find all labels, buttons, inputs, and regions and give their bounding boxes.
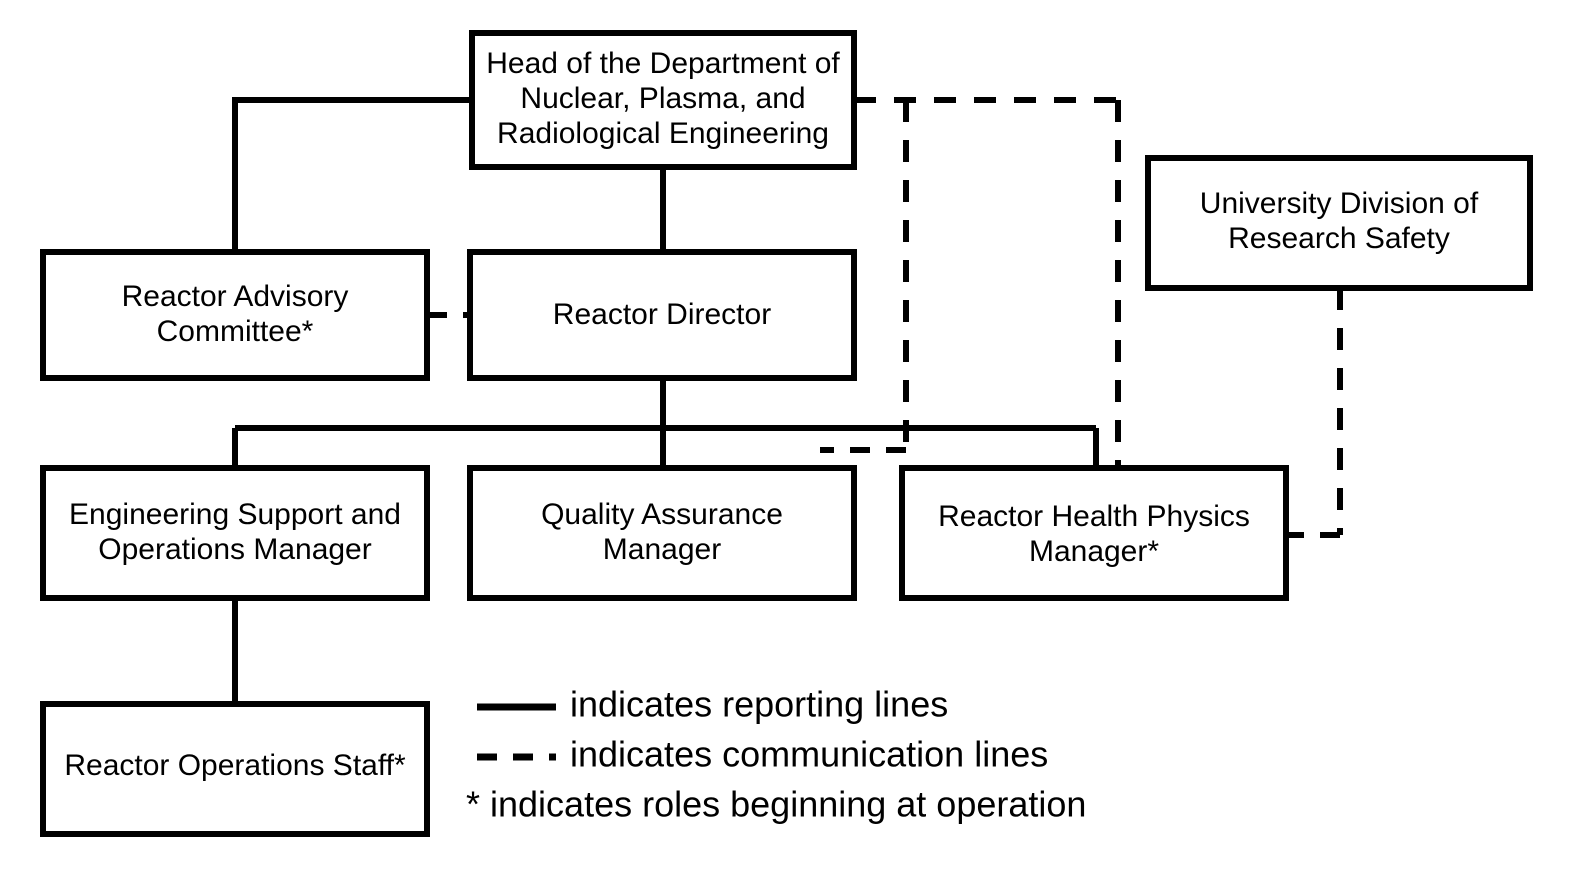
node-head-of-department-line1: Head of the Department of	[486, 47, 840, 80]
node-reactor-health-physics-manager-line1: Reactor Health Physics	[938, 500, 1250, 533]
legend-reporting-label: indicates reporting lines	[570, 684, 948, 725]
legend-item-reporting: indicates reporting lines	[477, 684, 948, 725]
node-quality-assurance-manager[interactable]: Quality Assurance Manager	[467, 465, 857, 601]
node-reactor-director-line1: Reactor Director	[553, 298, 771, 331]
node-reactor-health-physics-manager[interactable]: Reactor Health Physics Manager*	[899, 465, 1289, 601]
node-university-division-research-safety[interactable]: University Division of Research Safety	[1145, 155, 1533, 291]
node-engineering-support-operations-manager-rect	[40, 465, 430, 601]
node-reactor-advisory-committee[interactable]: Reactor Advisory Committee*	[40, 249, 430, 381]
node-quality-assurance-manager-line2: Manager	[603, 533, 721, 566]
legend: indicates reporting lines indicates comm…	[466, 684, 1086, 825]
node-reactor-advisory-committee-rect	[40, 249, 430, 381]
node-reactor-operations-staff[interactable]: Reactor Operations Staff*	[40, 701, 430, 837]
legend-item-asterisk: * indicates roles beginning at operation	[466, 784, 1086, 825]
node-reactor-advisory-committee-line1: Reactor Advisory	[122, 280, 349, 313]
legend-communication-label: indicates communication lines	[570, 734, 1048, 775]
node-reactor-operations-staff-rect	[40, 701, 430, 837]
node-university-division-research-safety-line1: University Division of	[1200, 187, 1479, 220]
node-reactor-health-physics-manager-rect	[899, 465, 1289, 601]
node-quality-assurance-manager-rect	[467, 465, 857, 601]
node-engineering-support-operations-manager-line1: Engineering Support and	[69, 498, 401, 531]
node-reactor-operations-staff-line1: Reactor Operations Staff*	[64, 749, 406, 782]
node-reactor-director-rect	[467, 249, 857, 381]
node-engineering-support-operations-manager[interactable]: Engineering Support and Operations Manag…	[40, 465, 430, 601]
node-university-division-research-safety-rect	[1145, 155, 1533, 291]
node-head-of-department[interactable]: Head of the Department of Nuclear, Plasm…	[469, 30, 857, 170]
connector-head-to-advisory-committee	[232, 97, 472, 252]
node-head-of-department-line2: Nuclear, Plasma, and	[520, 82, 805, 115]
node-quality-assurance-manager-line1: Quality Assurance	[541, 498, 783, 531]
node-reactor-health-physics-manager-line2: Manager*	[1029, 535, 1159, 568]
node-head-of-department-line3: Radiological Engineering	[497, 117, 829, 150]
legend-item-communication: indicates communication lines	[477, 734, 1048, 775]
legend-asterisk-label: * indicates roles beginning at operation	[466, 784, 1086, 825]
node-reactor-advisory-committee-line2: Committee*	[157, 315, 314, 348]
node-engineering-support-operations-manager-line2: Operations Manager	[98, 533, 372, 566]
node-university-division-research-safety-line2: Research Safety	[1228, 222, 1450, 255]
node-head-of-department-rect	[469, 30, 857, 170]
node-reactor-director[interactable]: Reactor Director	[467, 249, 857, 381]
